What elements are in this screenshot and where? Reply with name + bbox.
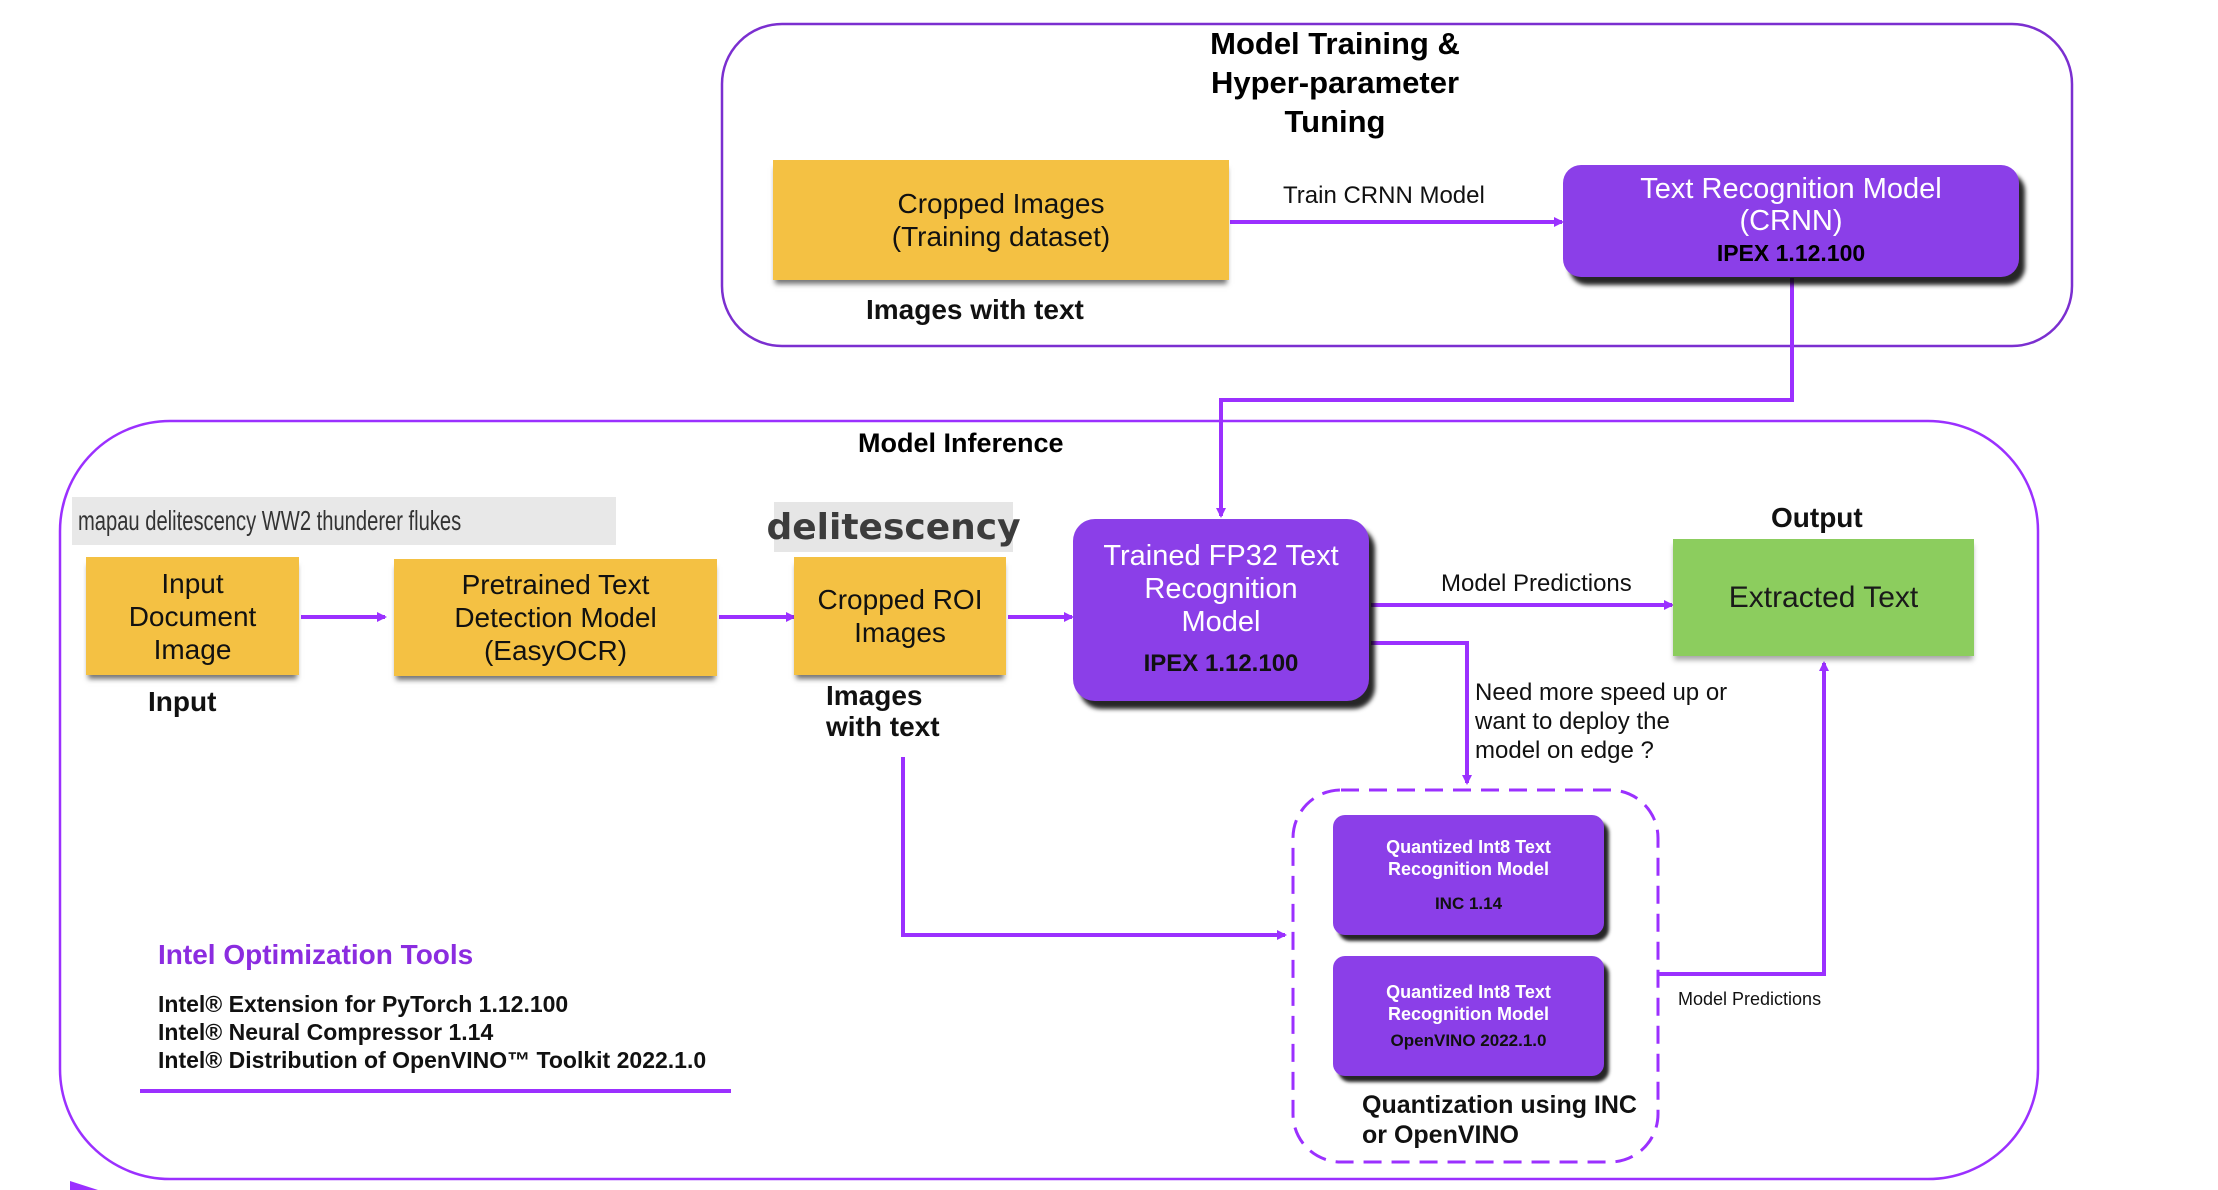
sample-text-line-image: mapau delitescency WW2 thunderer flukes [72, 497, 617, 545]
input-document-label: Input Document Image [128, 567, 257, 665]
input-document-box: Input Document Image [86, 557, 299, 675]
arrow-roi-to-quantization [901, 757, 1287, 940]
int8-openvino-tag: OpenVINO 2022.1.0 [1390, 1031, 1547, 1050]
sample-word: delitescency [766, 506, 1021, 548]
tool-item-openvino: Intel® Distribution of OpenVINO™ Toolkit… [158, 1047, 707, 1073]
tool-item-inc: Intel® Neural Compressor 1.14 [158, 1019, 494, 1045]
input-caption: Input [148, 686, 217, 717]
cropped-roi-box: Cropped ROI Images [794, 557, 1006, 675]
crnn-model-box: Text Recognition Model (CRNN) IPEX 1.12.… [1563, 165, 2019, 277]
extracted-text-box: Extracted Text [1673, 539, 1974, 656]
arrow-crnn-to-fp32 [1216, 278, 1794, 518]
int8-inc-tag: INC 1.14 [1434, 894, 1503, 913]
cropped-images-label: Cropped Images (Training dataset) [891, 188, 1111, 252]
cropped-images-caption: Images with text [866, 294, 1084, 325]
arrow-fp32-to-quantization [1371, 641, 1472, 785]
detection-model-box: Pretrained Text Detection Model (EasyOCR… [394, 559, 717, 676]
int8-openvino-label: Quantized Int8 Text Recognition Model [1386, 982, 1551, 1024]
sample-word-image: delitescency [766, 502, 1021, 552]
edge-deploy-question: Need more speed up or want to deploy the… [1475, 679, 1728, 764]
sample-text-line: mapau delitescency WW2 thunderer flukes [78, 505, 462, 536]
fp32-model-label: Trained FP32 Text Recognition Model [1103, 540, 1339, 638]
crnn-tag: IPEX 1.12.100 [1716, 240, 1866, 266]
training-region-border [720, 22, 2074, 348]
training-title: Model Training & Hyper-parameter Tuning [1210, 26, 1460, 139]
cropped-roi-label: Cropped ROI Images [817, 584, 983, 648]
model-predictions-label: Model Predictions [1441, 570, 1632, 597]
cropped-images-box: Cropped Images (Training dataset) [773, 160, 1229, 280]
roi-caption: Images with text [826, 680, 940, 742]
fp32-model-box: Trained FP32 Text Recognition Model IPEX… [1073, 519, 1369, 701]
corner-fragment [70, 1181, 98, 1190]
detection-model-label: Pretrained Text Detection Model (EasyOCR… [454, 569, 657, 666]
inference-title: Model Inference [858, 428, 1064, 458]
fp32-tag: IPEX 1.12.100 [1143, 650, 1299, 677]
int8-inc-box: Quantized Int8 Text Recognition Model IN… [1333, 815, 1604, 935]
inference-region-border [58, 419, 2040, 1181]
tool-item-ipex: Intel® Extension for PyTorch 1.12.100 [158, 991, 569, 1017]
tools-title: Intel Optimization Tools [158, 939, 474, 970]
train-crnn-label: Train CRNN Model [1283, 182, 1485, 209]
output-label: Output [1771, 502, 1863, 533]
crnn-model-label: Text Recognition Model (CRNN) [1640, 173, 1942, 237]
quantization-caption: Quantization using INC or OpenVINO [1362, 1091, 1637, 1149]
int8-openvino-box: Quantized Int8 Text Recognition Model Op… [1333, 956, 1604, 1076]
model-predictions-label-small: Model Predictions [1678, 989, 1822, 1009]
arrow-quantization-to-output [1658, 661, 1829, 976]
int8-inc-label: Quantized Int8 Text Recognition Model [1386, 837, 1551, 879]
tools-list: Intel® Extension for PyTorch 1.12.100 In… [158, 990, 706, 1074]
extracted-text-label: Extracted Text [1728, 580, 1919, 614]
